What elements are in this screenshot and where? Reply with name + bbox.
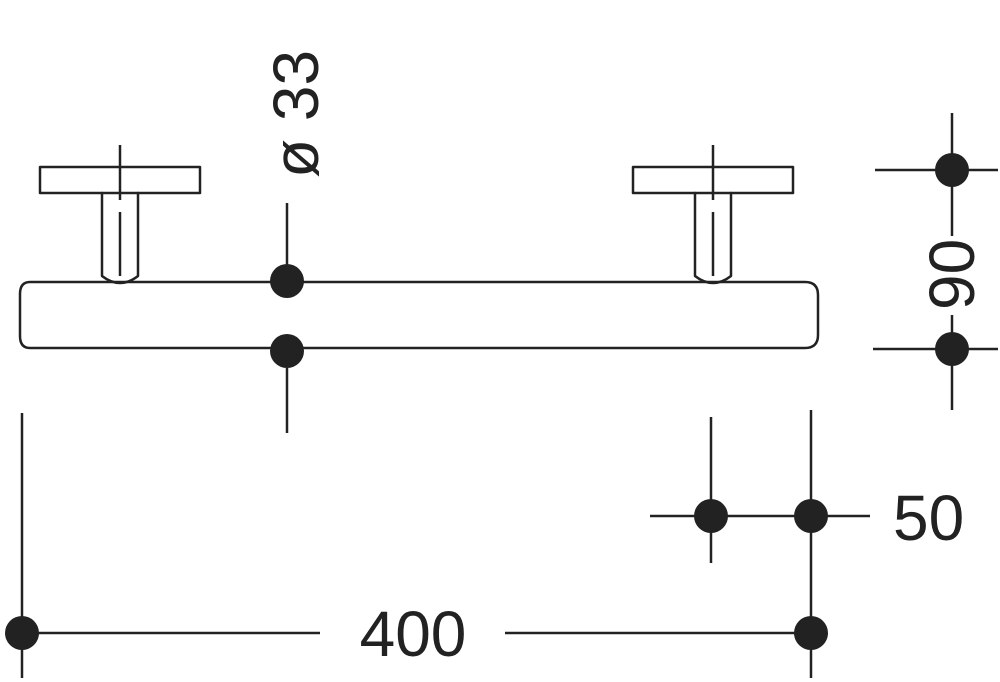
length-label: 400 — [360, 598, 467, 670]
offset-dimension: 50 — [650, 417, 964, 563]
right-post — [693, 191, 733, 285]
offset-marker-left — [694, 499, 728, 533]
height-label: 90 — [916, 239, 988, 310]
right-mounting-bracket — [631, 145, 795, 285]
length-marker-left — [5, 616, 39, 650]
diameter-marker-bottom — [270, 334, 304, 368]
length-dimension: 400 — [5, 410, 828, 678]
height-dimension: 90 — [873, 113, 998, 410]
diameter-marker-top — [270, 264, 304, 298]
offset-label: 50 — [893, 482, 964, 554]
diameter-label: ø 33 — [260, 50, 332, 178]
height-marker-top — [935, 153, 969, 187]
diameter-dimension: ø 33 — [260, 50, 332, 433]
left-post — [100, 191, 140, 285]
height-marker-bottom — [935, 332, 969, 366]
left-mounting-bracket — [38, 145, 202, 285]
length-marker-right — [794, 616, 828, 650]
bar-tube — [18, 280, 820, 350]
grab-bar — [18, 280, 820, 350]
